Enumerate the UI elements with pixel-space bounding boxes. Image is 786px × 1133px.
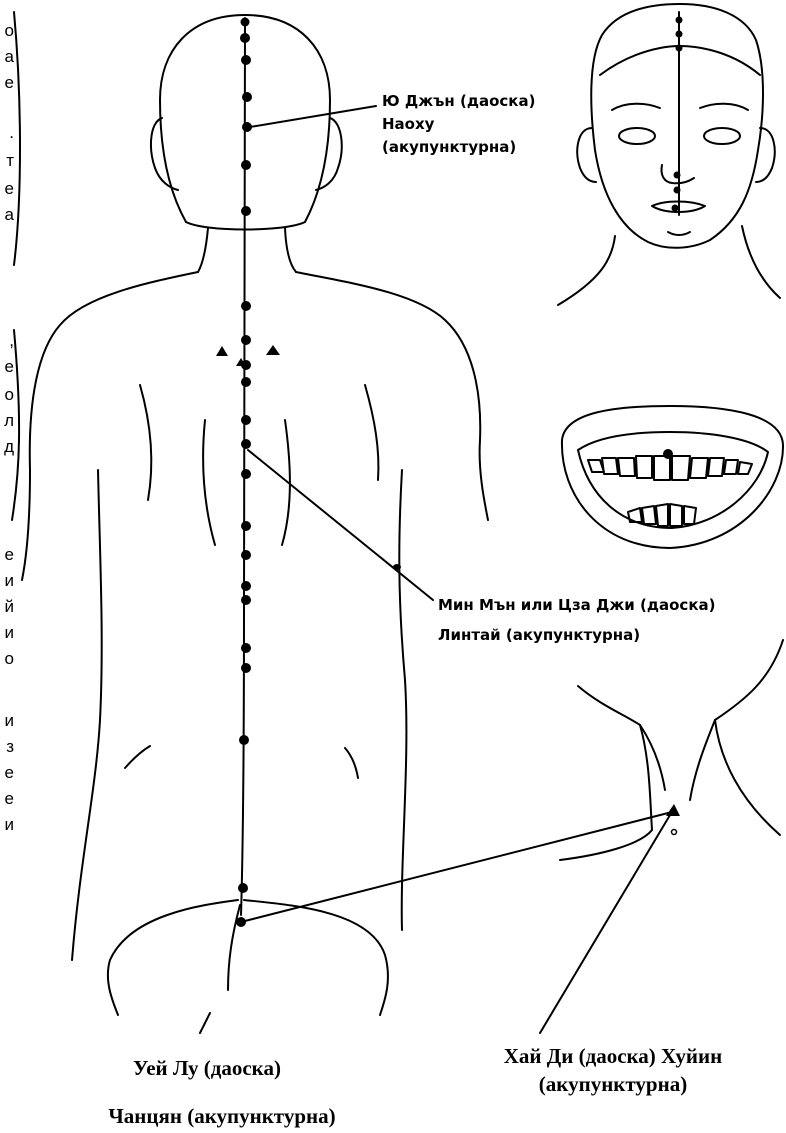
point-dot [241, 439, 251, 449]
leader-back-point [248, 450, 433, 600]
face-neck-left [558, 236, 615, 305]
upper-teeth [588, 456, 752, 480]
point-dot [242, 122, 252, 132]
point-dot [241, 160, 251, 170]
leader-hai-di [241, 812, 672, 922]
right-arm-inner [365, 385, 378, 480]
point-dot [241, 581, 251, 591]
left-shoulder [22, 272, 198, 580]
point-dot [676, 45, 683, 52]
point-dot [241, 643, 251, 653]
point-dot [239, 735, 249, 745]
point-dot [241, 55, 251, 65]
pelvis-inner-right [690, 720, 715, 800]
head-point-label-2: Наоху [382, 115, 435, 133]
point-dot [240, 33, 250, 43]
left-hip-mark [125, 746, 150, 768]
back-point-label-2: Линтай (акупунктурна) [438, 626, 640, 644]
right-shoulder [296, 272, 488, 520]
point-dot [676, 31, 683, 38]
right-eye [704, 128, 740, 144]
point-dot [393, 564, 401, 570]
neck-left [198, 228, 208, 272]
back-point-label-1: Мин Мън или Цза Джи (даоска) [438, 596, 715, 614]
point-dot [241, 335, 251, 345]
right-hip-mark [345, 748, 358, 778]
point-dot [241, 550, 251, 560]
wei-lu-caption: Уей Лу (даоска) [92, 1056, 322, 1081]
triangle-marker [216, 346, 228, 356]
point-dot [672, 205, 679, 212]
mouth-figure [562, 406, 783, 548]
head-point-label-1: Ю Джън (даоска) [382, 92, 535, 110]
point-dot [241, 18, 250, 27]
left-arm-inner [140, 385, 151, 500]
point-dot [241, 521, 251, 531]
page-fold [12, 12, 20, 520]
leader-chanqiang [540, 815, 670, 1033]
left-scapula [203, 420, 215, 545]
neck-right [285, 228, 296, 272]
face-figure [558, 4, 780, 305]
point-dot [674, 187, 681, 194]
point-dot [241, 377, 251, 387]
point-dot [674, 172, 681, 179]
right-torso-side [399, 470, 406, 930]
face-neck-right [742, 226, 780, 298]
right-buttock [244, 900, 388, 1015]
face-right-ear [756, 128, 775, 182]
hai-di-caption-line2: (акупунктурна) [448, 1072, 778, 1097]
point-dot [241, 663, 251, 673]
back-figure [22, 15, 488, 1015]
chin-mark [668, 232, 690, 235]
triangle-marker [266, 345, 280, 355]
point-dot [676, 17, 683, 24]
point-dot [242, 92, 252, 102]
gluteal-curve [228, 905, 240, 990]
pelvis-right [715, 640, 783, 835]
leader-wei-lu [200, 1013, 210, 1033]
pelvis-inner-left [640, 725, 665, 790]
point-dot [241, 469, 251, 479]
point-dot [241, 301, 251, 311]
lower-teeth [628, 504, 696, 526]
pelvis-left [560, 686, 652, 860]
pelvis-figure [560, 640, 783, 860]
point-dot [241, 595, 251, 605]
governor-vessel-line [241, 18, 245, 915]
triangle-marker [666, 804, 680, 816]
chanqiang-caption: Чанцян (акупунктурна) [72, 1104, 372, 1129]
point-dot [236, 917, 246, 927]
point-dot [663, 449, 673, 459]
head-point-label-3: (акупунктурна) [382, 138, 516, 156]
point-dot [238, 883, 248, 893]
left-torso-side [72, 470, 102, 960]
left-eye [619, 128, 655, 144]
left-buttock [108, 900, 238, 1015]
point-dot [241, 415, 251, 425]
left-eyebrow [612, 104, 660, 110]
right-eyebrow [700, 104, 748, 110]
point-dot [241, 206, 251, 216]
leader-head-point [250, 106, 376, 127]
hai-di-caption-line1: Хай Ди (даоска) Хуйин [448, 1044, 778, 1069]
point-ring [672, 830, 677, 835]
